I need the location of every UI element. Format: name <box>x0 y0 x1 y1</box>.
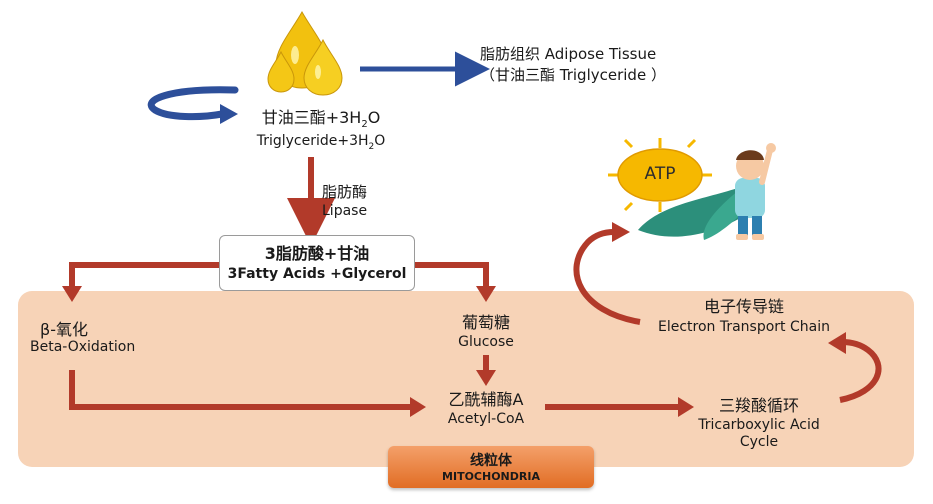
mitochondria-badge: 线粒体 MITOCHONDRIA <box>388 446 594 488</box>
acetyl-coa-node: 乙酰辅酶A Acetyl-CoA <box>426 390 546 428</box>
lipase-zh: 脂肪酶 <box>322 183 368 201</box>
glucose-zh: 葡萄糖 <box>461 313 510 332</box>
mitochondria-region <box>18 291 914 467</box>
recycle-arrow-icon <box>147 86 239 124</box>
tca-en1: Tricarboxylic Acid <box>698 417 820 434</box>
acetyl-coa-en: Acetyl-CoA <box>447 411 525 428</box>
tca-zh: 三羧酸循环 <box>718 396 799 415</box>
lipase-en: Lipase <box>322 203 368 219</box>
fatty-acids-glycerol-box: 3脂肪酸+甘油 3Fatty Acids +Glycerol <box>219 235 415 291</box>
triglyceride-node: 甘油三酯+3H2O Triglyceride+3H2O <box>236 108 406 153</box>
electron-transport-chain-node: 电子传导链 Electron Transport Chain <box>636 297 852 336</box>
etc-zh: 电子传导链 <box>703 297 784 316</box>
glucose-node: 葡萄糖 Glucose <box>436 313 536 351</box>
arrow-etc-atp <box>573 222 641 325</box>
tca-en2: Cycle <box>739 433 779 450</box>
glucose-en: Glucose <box>458 334 514 351</box>
mitochondria-zh: 线粒体 <box>470 453 512 469</box>
cycle-curve-arrow <box>828 332 882 403</box>
mitochondria-en: MITOCHONDRIA <box>442 470 540 483</box>
adipose-line2: （甘油三酯 Triglyceride ） <box>480 66 666 84</box>
superhero-icon <box>638 143 776 240</box>
atp-label: ATP <box>644 164 676 184</box>
arrow-to-glucose <box>413 262 489 288</box>
triglyceride-zh: 甘油三酯+3H2O <box>261 108 381 131</box>
beta-oxidation-en: Beta-Oxidation <box>30 339 136 356</box>
fatty-acids-zh: 3脂肪酸+甘油 <box>264 244 370 263</box>
beta-oxidation-node: β-氧化 Beta-Oxidation <box>22 320 162 356</box>
adipose-line1: 脂肪组织 Adipose Tissue <box>480 45 657 63</box>
arrow-to-beta <box>69 262 219 288</box>
triglyceride-en: Triglyceride+3H2O <box>256 133 386 152</box>
oil-drops-icon <box>267 10 343 96</box>
tca-cycle-node: 三羧酸循环 Tricarboxylic Acid Cycle <box>684 396 834 451</box>
fatty-acids-en: 3Fatty Acids +Glycerol <box>227 266 407 282</box>
etc-en: Electron Transport Chain <box>657 319 830 336</box>
adipose-tissue-label: 脂肪组织 Adipose Tissue （甘油三酯 Triglyceride ） <box>480 45 720 84</box>
arrow-beta-acetyl <box>69 370 412 410</box>
beta-oxidation-zh: β-氧化 <box>40 320 88 339</box>
acetyl-coa-zh: 乙酰辅酶A <box>448 390 524 409</box>
lipase-label: 脂肪酶 Lipase <box>322 183 392 220</box>
